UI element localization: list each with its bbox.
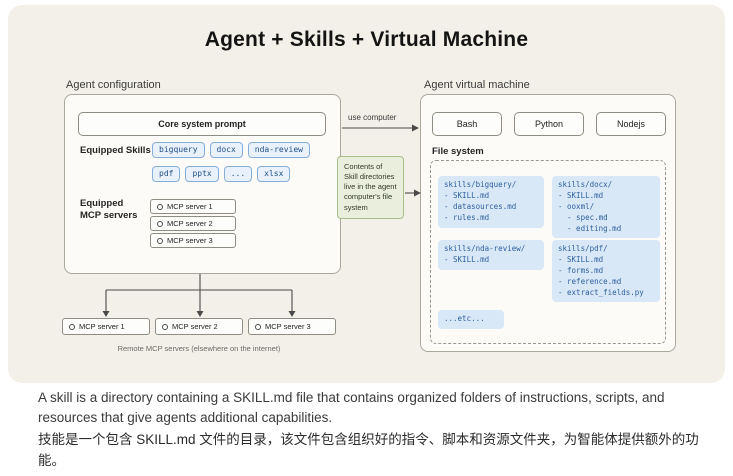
file-entry: - reference.md	[558, 276, 622, 286]
server-circle-icon	[255, 323, 261, 330]
skill-tag-xlsx: xlsx	[257, 166, 291, 182]
skill-tag-docx: docx	[209, 142, 243, 158]
etc-label: ...etc...	[444, 314, 485, 323]
dir-box-bigquery: skills/bigquery/ - SKILL.md - datasource…	[438, 176, 544, 228]
file-entry: - ooxml/	[558, 201, 595, 211]
runtime-box-bash: Bash	[432, 112, 502, 136]
skill-tags-row-1: bigquery docx nda-review	[152, 142, 310, 158]
server-circle-icon	[157, 203, 163, 210]
runtime-box-nodejs: Nodejs	[596, 112, 666, 136]
use-computer-label: use computer	[348, 113, 397, 122]
file-entry: - SKILL.md	[558, 254, 604, 264]
file-system-label: File system	[432, 146, 484, 157]
server-circle-icon	[157, 220, 163, 227]
equipped-skills-label: Equipped Skills	[80, 145, 151, 156]
mcp-server-label: MCP server 2	[167, 219, 213, 228]
file-system-container	[430, 160, 666, 344]
dir-name: skills/bigquery/	[444, 180, 517, 189]
dir-box-nda-review: skills/nda-review/ - SKILL.md	[438, 240, 544, 270]
remote-mcp-server-label: MCP server 3	[265, 322, 311, 331]
diagram-title: Agent + Skills + Virtual Machine	[204, 28, 529, 51]
file-entry: - SKILL.md	[558, 190, 604, 200]
etc-box: ...etc...	[438, 310, 504, 329]
server-circle-icon	[162, 323, 168, 330]
skill-tag-pptx: pptx	[185, 166, 219, 182]
mcp-server-label: MCP server 3	[167, 236, 213, 245]
dir-name: skills/docx/	[558, 180, 613, 189]
file-entry: - SKILL.md	[444, 190, 490, 200]
skill-tag-bigquery: bigquery	[152, 142, 205, 158]
vm-label: Agent virtual machine	[424, 79, 530, 91]
caption-en: A skill is a directory containing a SKIL…	[38, 390, 665, 426]
file-entry: - extract_fields.py	[558, 287, 644, 297]
skill-tag-pdf: pdf	[152, 166, 181, 182]
dir-box-pdf: skills/pdf/ - SKILL.md - forms.md - refe…	[552, 240, 660, 303]
remote-mcp-server-box-3: MCP server 3	[248, 318, 336, 335]
mcp-server-row-1: MCP server 1	[150, 199, 236, 214]
file-entry: - spec.md	[558, 212, 608, 222]
file-entry: - editing.md	[558, 223, 622, 233]
agent-config-label: Agent configuration	[66, 79, 161, 91]
caption-zh: 技能是一个包含 SKILL.md 文件的目录，该文件包含组织好的指令、脚本和资源…	[38, 432, 699, 468]
file-entry: - SKILL.md	[444, 254, 490, 264]
file-entry: - datasources.md	[444, 201, 517, 211]
mcp-server-row-2: MCP server 2	[150, 216, 236, 231]
remote-mcp-caption: Remote MCP servers (elsewhere on the int…	[117, 344, 281, 353]
skill-directories-note: Contents of Skill directories live in th…	[337, 156, 404, 219]
remote-mcp-server-label: MCP server 1	[79, 322, 125, 331]
dir-name: skills/pdf/	[558, 244, 608, 253]
skill-tag-ellipsis: ...	[223, 166, 253, 182]
mcp-server-row-3: MCP server 3	[150, 233, 236, 248]
skill-tags-row-2: pdf pptx ... xlsx	[152, 166, 291, 182]
core-system-prompt-box: Core system prompt	[78, 112, 326, 136]
remote-mcp-server-box-1: MCP server 1	[62, 318, 150, 335]
skill-tag-nda-review: nda-review	[247, 142, 310, 158]
server-circle-icon	[157, 237, 163, 244]
file-entry: - forms.md	[558, 265, 604, 275]
remote-mcp-server-label: MCP server 2	[172, 322, 218, 331]
dir-name: skills/nda-review/	[444, 244, 526, 253]
file-entry: - rules.md	[444, 212, 490, 222]
remote-mcp-server-box-2: MCP server 2	[155, 318, 243, 335]
mcp-server-label: MCP server 1	[167, 202, 213, 211]
runtime-box-python: Python	[514, 112, 584, 136]
dir-box-docx: skills/docx/ - SKILL.md - ooxml/ - spec.…	[552, 176, 660, 239]
equipped-mcp-label: Equipped MCP servers	[80, 198, 138, 222]
server-circle-icon	[69, 323, 75, 330]
